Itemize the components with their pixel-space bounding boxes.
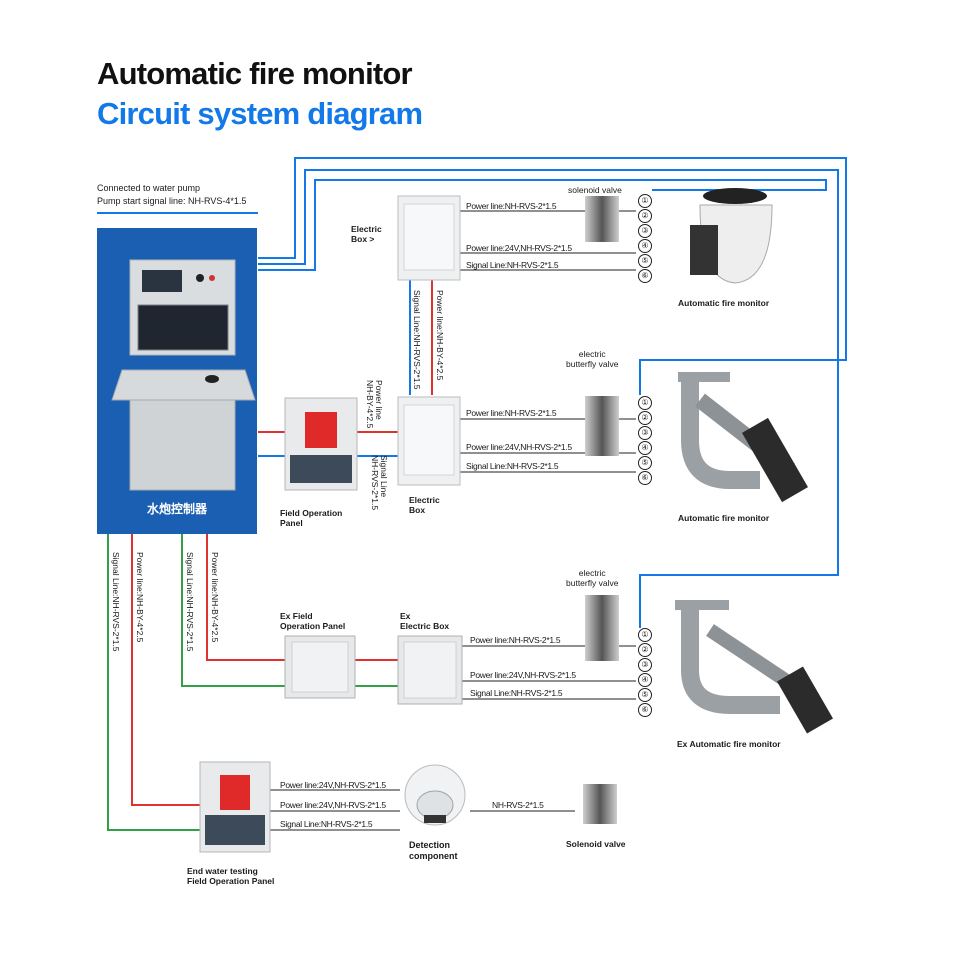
left-signal2-label: Signal Line:NH-RVS-2*1.5 — [185, 552, 195, 652]
row2-power-vertical-label: Power line NH-BY-4*2.5 — [365, 380, 384, 429]
terminal-numbers-row2: ① ② ③ ④ ⑤ ⑥ — [637, 396, 653, 486]
vertical-power-label: Power line:NH-BY-4*2.5 — [435, 290, 445, 381]
row4-line1-label: Power line:24V,NH-RVS-2*1.5 — [280, 780, 386, 790]
controller-console-drawing — [111, 259, 256, 491]
solenoid-valve-row4 — [583, 784, 617, 824]
terminal-3: ③ — [638, 224, 652, 238]
end-water-testing-label: End water testing Field Operation Panel — [187, 866, 275, 886]
left-signal1-label: Signal Line:NH-RVS-2*1.5 — [111, 552, 121, 652]
terminal-2: ② — [638, 643, 652, 657]
row3-line1-label: Power line:NH-RVS-2*1.5 — [470, 635, 561, 645]
butterfly-valve-row3-label: electric butterfly valve — [566, 568, 619, 588]
row3-line3-label: Signal Line:NH-RVS-2*1.5 — [470, 688, 563, 698]
terminal-numbers-row1: ① ② ③ ④ ⑤ ⑥ — [637, 194, 653, 284]
left-power2-label: Power line:NH-BY-4*2.5 — [210, 552, 220, 643]
ex-electric-box-label: Ex Electric Box — [400, 611, 450, 631]
row2-signal-vertical-label: Signal Line NH-RVS-2*1.5 — [370, 455, 389, 511]
butterfly-valve-row2 — [585, 396, 619, 456]
fire-monitor-row3 — [675, 600, 833, 734]
field-operation-panel-row2 — [284, 397, 358, 491]
monitor-row1-label: Automatic fire monitor — [678, 298, 770, 308]
controller-label: 水炮控制器 — [146, 502, 207, 516]
row2-line1-label: Power line:NH-RVS-2*1.5 — [466, 408, 557, 418]
terminal-5: ⑤ — [638, 254, 652, 268]
monitor-row2-label: Automatic fire monitor — [678, 513, 770, 523]
terminal-1: ① — [638, 396, 652, 410]
terminal-1: ① — [638, 194, 652, 208]
terminal-4: ④ — [638, 673, 652, 687]
terminal-5: ⑤ — [638, 688, 652, 702]
butterfly-valve-row3 — [585, 595, 619, 661]
red-power-lines — [131, 280, 433, 806]
terminal-2: ② — [638, 209, 652, 223]
pump-note-line2: Pump start signal line: NH-RVS-4*1.5 — [97, 196, 247, 206]
pump-note-line1: Connected to water pump — [97, 183, 201, 193]
terminal-4: ④ — [638, 239, 652, 253]
monitor-row3-label: Ex Automatic fire monitor — [677, 739, 781, 749]
title-line1: Automatic fire monitor — [97, 56, 413, 91]
ex-electric-box — [397, 635, 463, 705]
terminal-3: ③ — [638, 658, 652, 672]
electric-box-row2 — [397, 396, 461, 486]
field-operation-panel-row2-label: Field Operation Panel — [280, 508, 343, 528]
left-power1-label: Power line:NH-BY-4*2.5 — [135, 552, 145, 643]
end-water-testing-panel — [199, 761, 271, 853]
row1-line1-label: Power line:NH-RVS-2*1.5 — [466, 201, 557, 211]
terminal-6: ⑥ — [638, 269, 652, 283]
terminal-4: ④ — [638, 441, 652, 455]
butterfly-valve-row2-label: electric butterfly valve — [566, 349, 619, 369]
electric-box-row2-label: Electric Box — [409, 495, 440, 515]
solenoid-valve-row4-label: Solenoid valve — [566, 839, 626, 849]
green-signal-lines — [107, 534, 398, 831]
row2-line2-label: Power line:24V,NH-RVS-2*1.5 — [466, 442, 572, 452]
detection-component-label: Detection component — [409, 840, 458, 861]
solenoid-valve-row1 — [585, 196, 619, 242]
terminal-6: ⑥ — [638, 471, 652, 485]
fire-monitor-row2 — [678, 372, 808, 503]
terminal-numbers-row3: ① ② ③ ④ ⑤ ⑥ — [637, 628, 653, 718]
blue-signal-lines — [258, 157, 847, 628]
ex-field-panel-label: Ex Field Operation Panel — [280, 611, 346, 631]
electric-box-row1 — [397, 195, 461, 281]
row4-line3-label: Signal Line:NH-RVS-2*1.5 — [280, 819, 373, 829]
row2-line3-label: Signal Line:NH-RVS-2*1.5 — [466, 461, 559, 471]
electric-box-row1-label: Electric Box > — [351, 224, 382, 244]
detection-component — [404, 764, 466, 826]
row4-line2-label: Power line:24V,NH-RVS-2*1.5 — [280, 800, 386, 810]
ex-field-operation-panel — [284, 635, 356, 699]
vertical-signal-label: Signal Line:NH-RVS-2*1.5 — [412, 290, 422, 390]
fire-monitor-row1 — [690, 188, 773, 284]
row4-valve-line-label: NH-RVS-2*1.5 — [492, 800, 544, 810]
solenoid-valve-row1-label: solenoid valve — [568, 185, 622, 195]
terminal-2: ② — [638, 411, 652, 425]
terminal-1: ① — [638, 628, 652, 642]
title-line2: Circuit system diagram — [97, 96, 423, 131]
terminal-6: ⑥ — [638, 703, 652, 717]
row4-output-lines — [270, 789, 575, 831]
row3-line2-label: Power line:24V,NH-RVS-2*1.5 — [470, 670, 576, 680]
terminal-3: ③ — [638, 426, 652, 440]
terminal-5: ⑤ — [638, 456, 652, 470]
row1-line2-label: Power line:24V,NH-RVS-2*1.5 — [466, 243, 572, 253]
row1-line3-label: Signal Line:NH-RVS-2*1.5 — [466, 260, 559, 270]
